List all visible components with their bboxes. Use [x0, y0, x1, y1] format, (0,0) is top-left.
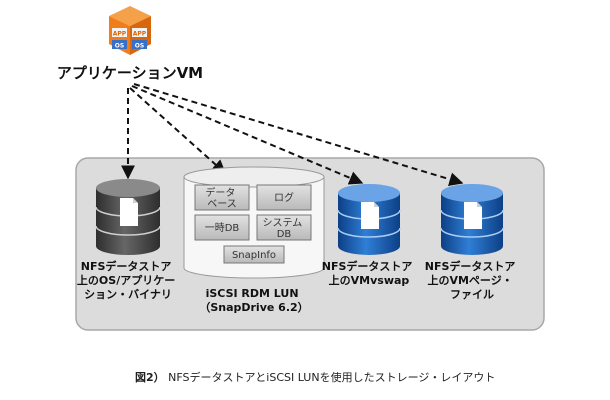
pagefile-store-caption-line: ファイル: [450, 288, 494, 301]
document-icon: [361, 202, 379, 229]
document-icon: [464, 202, 482, 229]
app-icon-label: APP: [113, 31, 127, 38]
document-icon: [120, 198, 138, 226]
database-label-line: データ: [205, 186, 235, 199]
os-store-caption-line: 上のOS/アプリケー: [77, 273, 175, 287]
app-vm-label: アプリケーションVM: [57, 64, 203, 82]
arrow-to-vmswap-store: [131, 85, 364, 185]
database-label: データ ベース: [205, 186, 238, 210]
os-binaries-datastore: [95, 179, 161, 255]
rdm-lun-caption-line: （SnapDrive 6.2）: [199, 301, 308, 314]
system-db-label-line: システム: [263, 217, 303, 229]
temp-db-label: 一時DB: [205, 222, 240, 234]
system-db-label-line: DB: [277, 229, 292, 240]
vmswap-store-caption-line: 上のVMvswap: [329, 273, 410, 287]
vmswap-store-caption-line: NFSデータストア: [322, 259, 413, 273]
pagefile-store-caption: NFSデータストア 上のVMページ・ ファイル: [425, 259, 520, 301]
snapinfo-label: SnapInfo: [232, 250, 276, 261]
system-db-label: システム DB: [263, 217, 306, 240]
os-store-caption-line: ション・バイナリ: [84, 288, 172, 301]
system-db-cell: [256, 214, 312, 241]
os-icon-label: OS: [135, 43, 144, 50]
os-store-caption-line: NFSデータストア: [81, 259, 172, 273]
arrow-to-rdm-lun: [129, 87, 227, 174]
app-icon-label: APP: [133, 31, 147, 38]
app-vm-icon: APP APP OS OS: [109, 6, 151, 55]
snapinfo-cell: [223, 245, 285, 264]
log-label: ログ: [274, 191, 294, 204]
rdm-lun-caption: iSCSI RDM LUN （SnapDrive 6.2）: [199, 287, 308, 314]
figure-caption: 図2） NFSデータストアとiSCSI LUNを使用したストレージ・レイアウト: [135, 370, 495, 384]
iscsi-rdm-lun: データ ベース ログ 一時DB システム DB SnapInfo: [183, 166, 325, 279]
pagefile-datastore: [440, 184, 504, 255]
vmswap-datastore: [337, 184, 401, 255]
database-cell: [194, 184, 250, 211]
figure-caption-text: NFSデータストアとiSCSI LUNを使用したストレージ・レイアウト: [168, 370, 495, 384]
pagefile-store-caption-line: NFSデータストア: [425, 259, 516, 273]
figure-caption-prefix: 図2）: [135, 370, 165, 384]
vmswap-store-caption: NFSデータストア 上のVMvswap: [322, 259, 417, 287]
rdm-lun-caption-line: iSCSI RDM LUN: [206, 287, 299, 300]
arrow-to-page-store: [133, 83, 464, 187]
dashed-arrows: [121, 83, 464, 187]
temp-db-cell: [194, 214, 250, 241]
os-store-caption: NFSデータストア 上のOS/アプリケー ション・バイナリ: [77, 259, 179, 301]
pagefile-store-caption-line: 上のVMページ・: [427, 273, 512, 287]
database-label-line: ベース: [207, 198, 237, 210]
log-cell: [256, 184, 312, 211]
os-icon-label: OS: [115, 43, 124, 50]
